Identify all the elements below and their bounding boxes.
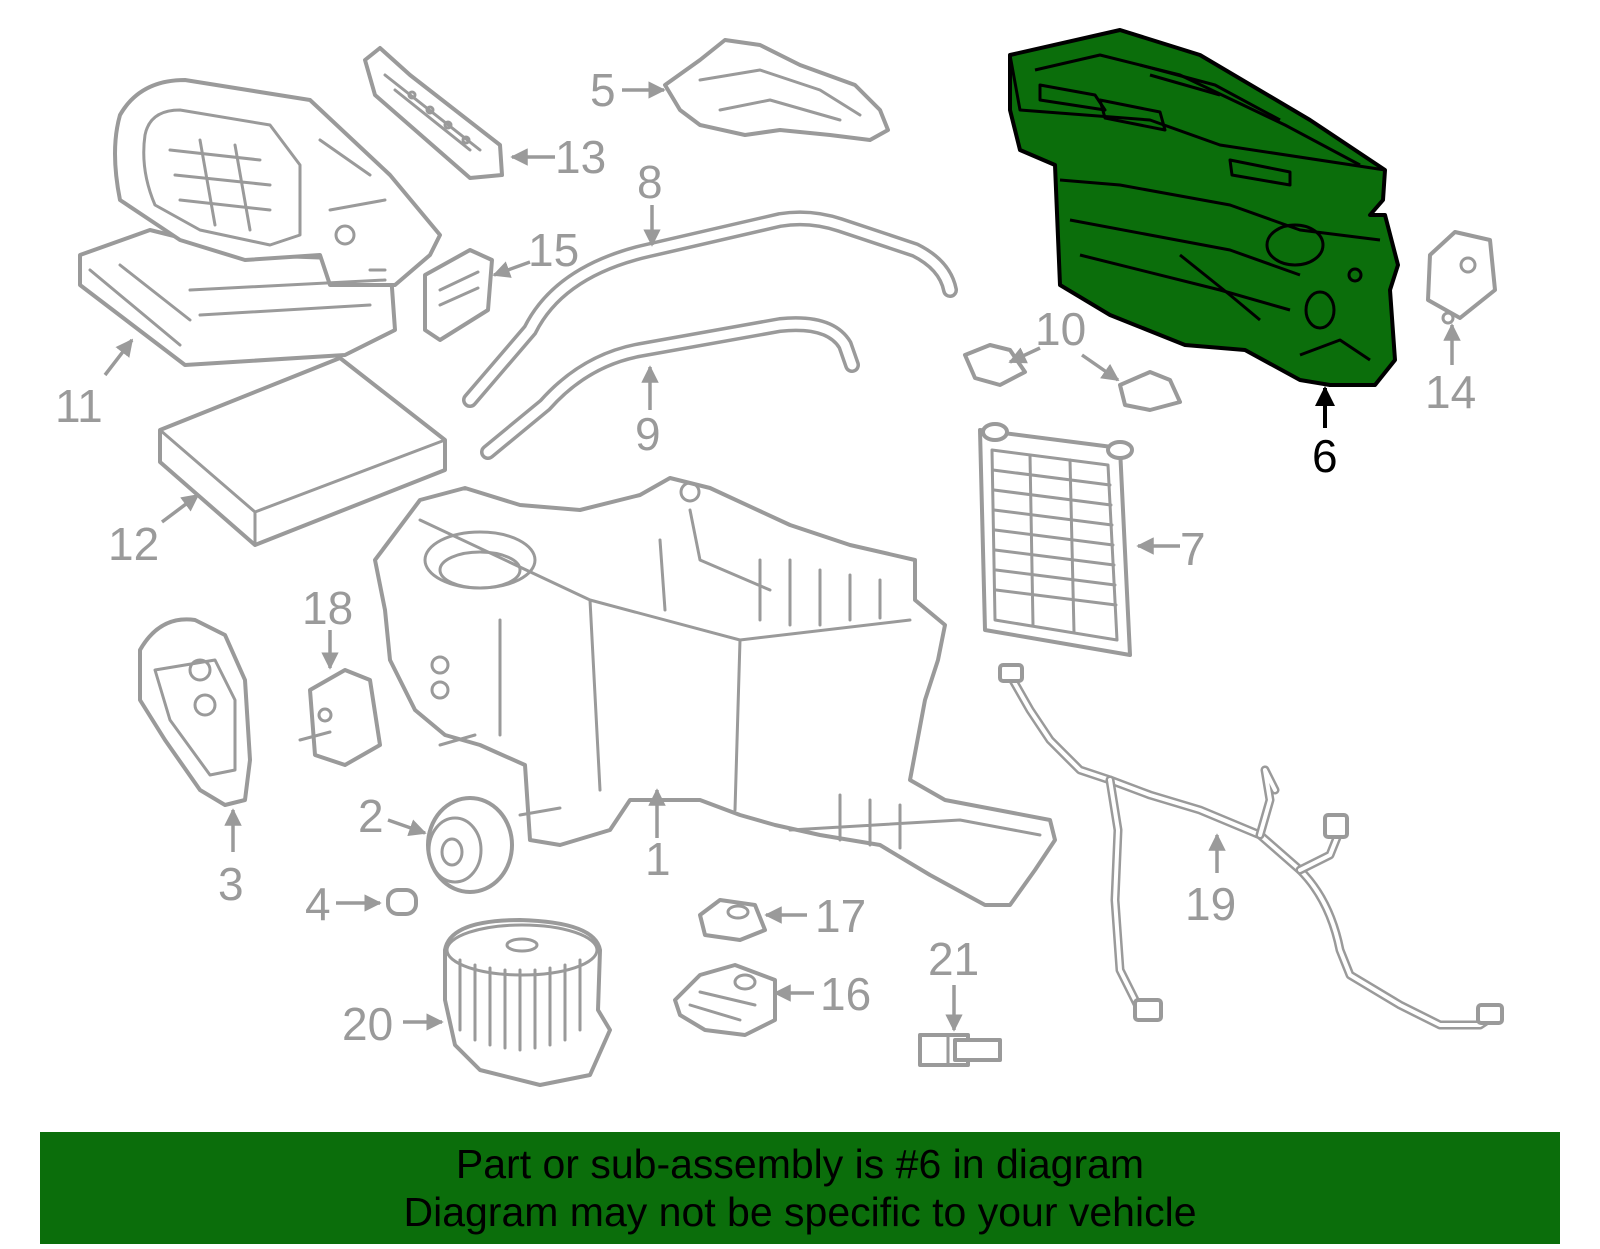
- leader-arrows: [103, 81, 1461, 1032]
- callout-1: 1: [645, 833, 671, 885]
- callout-17: 17: [815, 890, 866, 942]
- callout-19: 19: [1185, 878, 1236, 930]
- callout-21: 21: [928, 933, 979, 985]
- callout-6: 6: [1312, 430, 1338, 482]
- part-8-hose[interactable]: [462, 210, 958, 408]
- callout-15: 15: [528, 224, 579, 276]
- callout-14: 14: [1425, 366, 1476, 418]
- callout-10: 10: [1035, 303, 1086, 355]
- part-13-bracket[interactable]: [363, 46, 504, 180]
- part-21-sensor[interactable]: [918, 1033, 1002, 1067]
- callout-20: 20: [342, 998, 393, 1050]
- callout-11: 11: [55, 380, 103, 432]
- part-14-actuator[interactable]: [1426, 230, 1497, 325]
- part-4-grommet[interactable]: [386, 888, 418, 916]
- notice-banner: Part or sub-assembly is #6 in diagram Di…: [40, 1132, 1560, 1244]
- part-17-cap[interactable]: [698, 898, 767, 942]
- callout-2: 2: [358, 790, 384, 842]
- callout-labels: 5 13 8 15 11 9 12 10 14 6 7 18 2 1 3 4 1…: [55, 64, 1476, 1050]
- part-16-resistor[interactable]: [673, 963, 777, 1037]
- part-18-actuator[interactable]: [298, 668, 382, 767]
- callout-9: 9: [635, 408, 661, 460]
- part-15-actuator[interactable]: [423, 248, 494, 342]
- notice-line-1: Part or sub-assembly is #6 in diagram: [455, 1141, 1145, 1187]
- part-5-duct[interactable]: [663, 38, 890, 142]
- callout-8: 8: [637, 156, 663, 208]
- part-2-blower-housing[interactable]: [426, 796, 514, 894]
- part-11-case-top[interactable]: [78, 78, 442, 367]
- part-9-hose[interactable]: [480, 316, 860, 460]
- part-3-cover[interactable]: [138, 617, 252, 807]
- callout-4: 4: [305, 878, 331, 930]
- part-19-wiring-harness[interactable]: [998, 663, 1504, 1030]
- callout-3: 3: [218, 858, 244, 910]
- callout-18: 18: [302, 582, 353, 634]
- notice-line-2: Diagram may not be specific to your vehi…: [403, 1189, 1197, 1235]
- part-7-heater-core[interactable]: [978, 422, 1134, 657]
- part-1-hvac-housing[interactable]: [373, 476, 1057, 907]
- part-6-hvac-case-highlighted[interactable]: [1008, 28, 1400, 387]
- part-12-filter[interactable]: [158, 356, 447, 547]
- callout-5: 5: [590, 64, 616, 116]
- callout-12: 12: [108, 518, 159, 570]
- callout-13: 13: [555, 131, 606, 183]
- part-20-blower-motor[interactable]: [443, 918, 612, 1087]
- callout-16: 16: [820, 968, 871, 1020]
- callout-7: 7: [1180, 523, 1206, 575]
